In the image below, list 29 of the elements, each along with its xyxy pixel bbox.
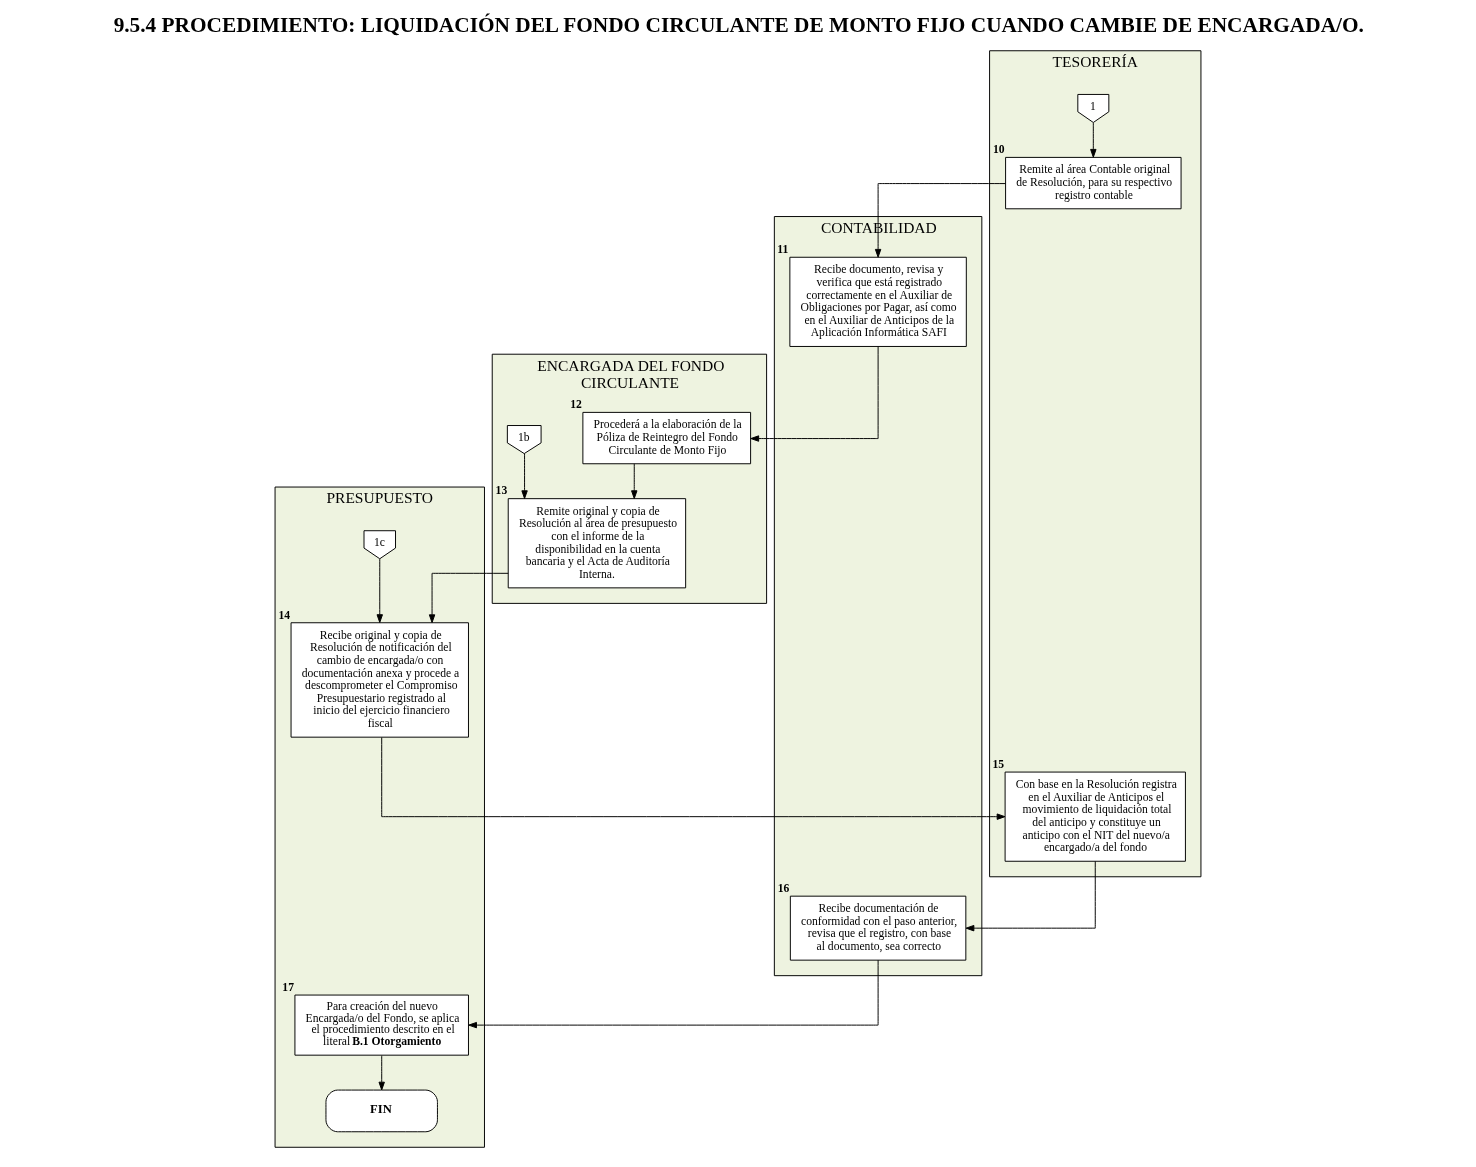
arrow [468,959,879,1029]
node-box: Recibe original y copia de Resolución de notificación del cambio de encargada/o con documentación anexa y procede a descomprometer el Compromiso Presupuestario registrado al inicio del ejercicio financiero fiscal [290,622,469,738]
diagram-title: 9.5.4 PROCEDIMIENTO: LIQUIDACIÓN DEL FONDO CIRCULANTE DE MONTO FIJO CUANDO CAMBIE DE ENCARGADA/O. [113,12,1364,37]
arrow [874,183,1006,258]
arrow [381,737,1006,820]
node-label: 10 [992,143,1005,157]
node-box: FIN [325,1089,438,1133]
node-box: Remite al área Contable original de Resolución, para su respectivo registro contable [1005,156,1182,210]
node-label: 14 [278,608,291,622]
arrow [965,860,1096,932]
node-box: Recibe documento, revisa y verifica que está registrado correctamente en el Auxiliar de Obligaciones por Pagar, así como en el Auxiliar de Anticipos de la Aplicación Informática SAFI [789,256,967,347]
arrow [1090,122,1097,158]
node-box: Para creación del nuevo Encargada/o del Fondo, se aplica el procedimiento descrito en el literal B.1 Otorgamiento [294,994,469,1056]
arrow [521,453,528,500]
node-box: Remite original y copia de Resolución al área de presupuesto con el informe de la disponibilidad en la cuenta bancaria y el Acta de Auditoría Interna. [507,498,687,589]
node-label: 16 [777,881,790,895]
node-box: Con base en la Resolución registra en el Auxiliar de Anticipos el movimiento de liquidación total del anticipo y constituye un anticipo con el NIT del nuevo/a encargado/a del fondo [1004,771,1186,862]
arrow [750,346,879,442]
node-label: 13 [495,484,508,498]
arrow [378,1055,385,1091]
arrow [428,572,509,624]
node-label: 15 [992,757,1005,771]
arrow [376,558,383,623]
arrow [631,463,638,499]
node-label: 17 [282,980,294,994]
node-box: Procederá a la elaboración de la Póliza de Reintegro del Fondo Circulante de Monto Fijo [582,411,752,465]
node-label: 11 [777,242,789,256]
node-box: Recibe documentación de conformidad con el paso anterior, revisa que el registro, con base al documento, sea correcto [789,895,967,961]
node-label: 12 [570,398,582,412]
